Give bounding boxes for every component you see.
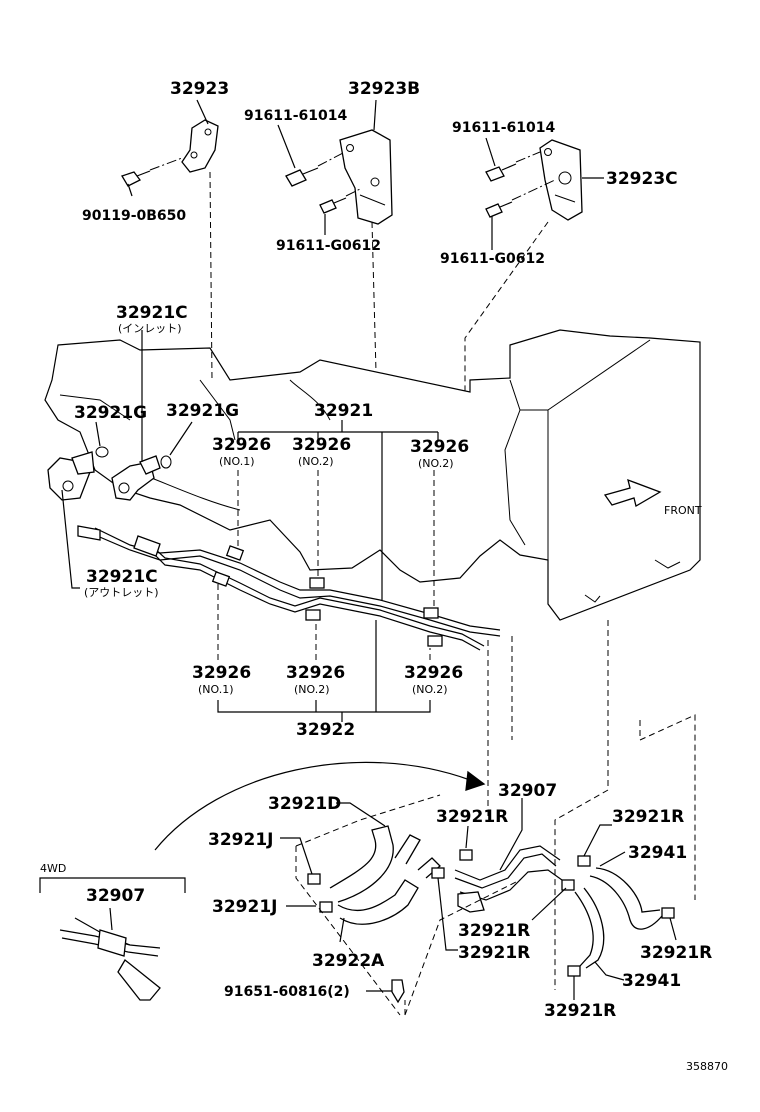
label-91611-G0612-right: 91611-G0612 — [440, 251, 545, 267]
bolt-90119 — [121, 170, 151, 187]
clamp-32921R-d — [431, 867, 445, 879]
clamp-32926-b3 — [427, 635, 443, 647]
clamp-32921R-f — [567, 965, 581, 977]
label-32922: 32922 — [296, 720, 355, 740]
clamp-32921R-e — [661, 907, 675, 919]
label-32941-a: 32941 — [628, 843, 687, 863]
label-32921R-a: 32921R — [436, 807, 508, 827]
label-32921C-inlet-sub: (インレット) — [118, 322, 182, 335]
label-32921G-right: 32921G — [166, 401, 239, 421]
label-32921: 32921 — [314, 401, 373, 421]
label-32921R-f: 32921R — [544, 1001, 616, 1021]
label-32926-bottom3: 32926 — [404, 663, 463, 683]
transmission-housing — [44, 329, 701, 621]
clamp-32926-t3 — [423, 607, 439, 619]
label-32921G-left: 32921G — [74, 403, 147, 423]
label-32926-top1-sub: (NO.1) — [219, 455, 255, 468]
pipe-assembly-32907 — [454, 845, 563, 913]
clamp-32921R-a — [459, 849, 473, 861]
label-32926-bottom1-sub: (NO.1) — [198, 683, 234, 696]
clamp-32921R-b — [577, 855, 591, 867]
label-91651-60816: 91651-60816(2) — [224, 984, 350, 1000]
front-label: FRONT — [664, 504, 702, 517]
label-32921C-outlet: 32921C — [86, 567, 158, 587]
fitting-32921C-outlet — [47, 451, 95, 501]
clamp-32926-b2 — [305, 609, 321, 621]
label-90119-0B650: 90119-0B650 — [82, 208, 186, 224]
bolt-91611-61014-left — [285, 167, 319, 187]
bolt-91611-G0612-right — [485, 201, 513, 218]
bracket-32923 — [181, 119, 219, 173]
label-32926-top2-sub: (NO.2) — [298, 455, 334, 468]
clamp-32926-t1 — [225, 545, 245, 561]
label-32923B: 32923B — [348, 79, 420, 99]
bracket-32923B — [339, 129, 393, 225]
hose-32941-upper — [589, 867, 663, 930]
label-32907-4wd: 32907 — [86, 886, 145, 906]
gasket-32921G-right — [160, 455, 172, 469]
bolt-91611-G0612-left — [319, 197, 347, 214]
label-32921J-a: 32921J — [208, 830, 273, 850]
hose-32921D — [329, 825, 421, 903]
label-32926-top1: 32926 — [212, 435, 271, 455]
fitting-32921C-inlet — [111, 455, 161, 501]
bolt-91611-61014-right — [485, 163, 517, 182]
label-32923C: 32923C — [606, 169, 678, 189]
label-32921C-inlet: 32921C — [116, 303, 188, 323]
label-32926-top2: 32926 — [292, 435, 351, 455]
label-32941-b: 32941 — [622, 971, 681, 991]
label-32923: 32923 — [170, 79, 229, 99]
label-32922A: 32922A — [312, 951, 385, 971]
label-4wd: 4WD — [40, 862, 66, 875]
label-32926-bottom2: 32926 — [286, 663, 345, 683]
hose-32941-lower — [574, 887, 605, 969]
gasket-32921G-left — [95, 446, 109, 458]
pipe-32922 — [144, 539, 485, 651]
clamp-32921J-a — [307, 873, 321, 885]
label-32926-top3-sub: (NO.2) — [418, 457, 454, 470]
label-32926-top3: 32926 — [410, 437, 469, 457]
clamp-32921R-c — [561, 879, 575, 891]
bolt-91651-60816 — [366, 979, 405, 1004]
label-32926-bottom2-sub: (NO.2) — [294, 683, 330, 696]
clamp-32926-t2 — [309, 577, 325, 589]
label-32926-bottom3-sub: (NO.2) — [412, 683, 448, 696]
4wd-inset — [39, 877, 186, 1001]
clamp-32926-b1 — [211, 571, 231, 587]
label-32921J-b: 32921J — [212, 897, 277, 917]
label-91611-61014-left: 91611-61014 — [244, 108, 347, 124]
label-32921R-c: 32921R — [458, 921, 530, 941]
label-32921D: 32921D — [268, 794, 341, 814]
label-32921R-b: 32921R — [612, 807, 684, 827]
label-32907-main: 32907 — [498, 781, 557, 801]
front-arrow-icon — [603, 478, 662, 507]
label-32921R-d: 32921R — [458, 943, 530, 963]
label-32926-bottom1: 32926 — [192, 663, 251, 683]
label-91611-G0612-left: 91611-G0612 — [276, 238, 381, 254]
label-32921R-e: 32921R — [640, 943, 712, 963]
label-91611-61014-right: 91611-61014 — [452, 120, 555, 136]
label-32921C-outlet-sub: (アウトレット) — [84, 586, 159, 599]
clamp-32921J-b — [319, 901, 333, 913]
catalog-number: 358870 — [686, 1060, 728, 1073]
hose-32922A — [337, 857, 441, 925]
bracket-32923C — [539, 139, 583, 221]
